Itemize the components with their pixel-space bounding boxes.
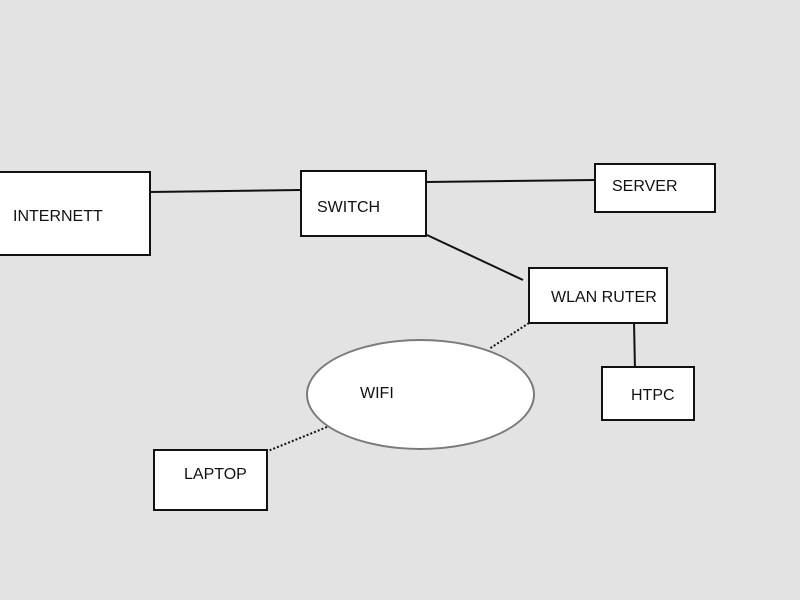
link-switch-server: [425, 179, 596, 183]
htpc-label: HTPC: [631, 387, 675, 404]
wlan-ruter-label: WLAN RUTER: [551, 289, 657, 306]
server-node: SERVER: [594, 163, 716, 213]
link-switch-wlan-ruter: [426, 234, 524, 281]
switch-node: SWITCH: [300, 170, 427, 237]
wlan-ruter-node: WLAN RUTER: [528, 267, 668, 324]
internett-node: INTERNETT: [0, 171, 151, 256]
wifi-ellipse: WIFI: [306, 339, 535, 450]
switch-label: SWITCH: [317, 199, 381, 216]
wifi-label: WIFI: [360, 385, 394, 402]
link-wlan-ruter-htpc: [633, 321, 636, 371]
link-internett-switch: [149, 189, 301, 193]
htpc-node: HTPC: [601, 366, 695, 421]
server-label: SERVER: [612, 178, 678, 195]
laptop-node: LAPTOP: [153, 449, 268, 511]
laptop-label: LAPTOP: [184, 466, 247, 483]
link-wifi-laptop: [267, 426, 328, 452]
link-wlan-ruter-wifi: [488, 322, 530, 350]
internett-label: INTERNETT: [13, 208, 103, 225]
